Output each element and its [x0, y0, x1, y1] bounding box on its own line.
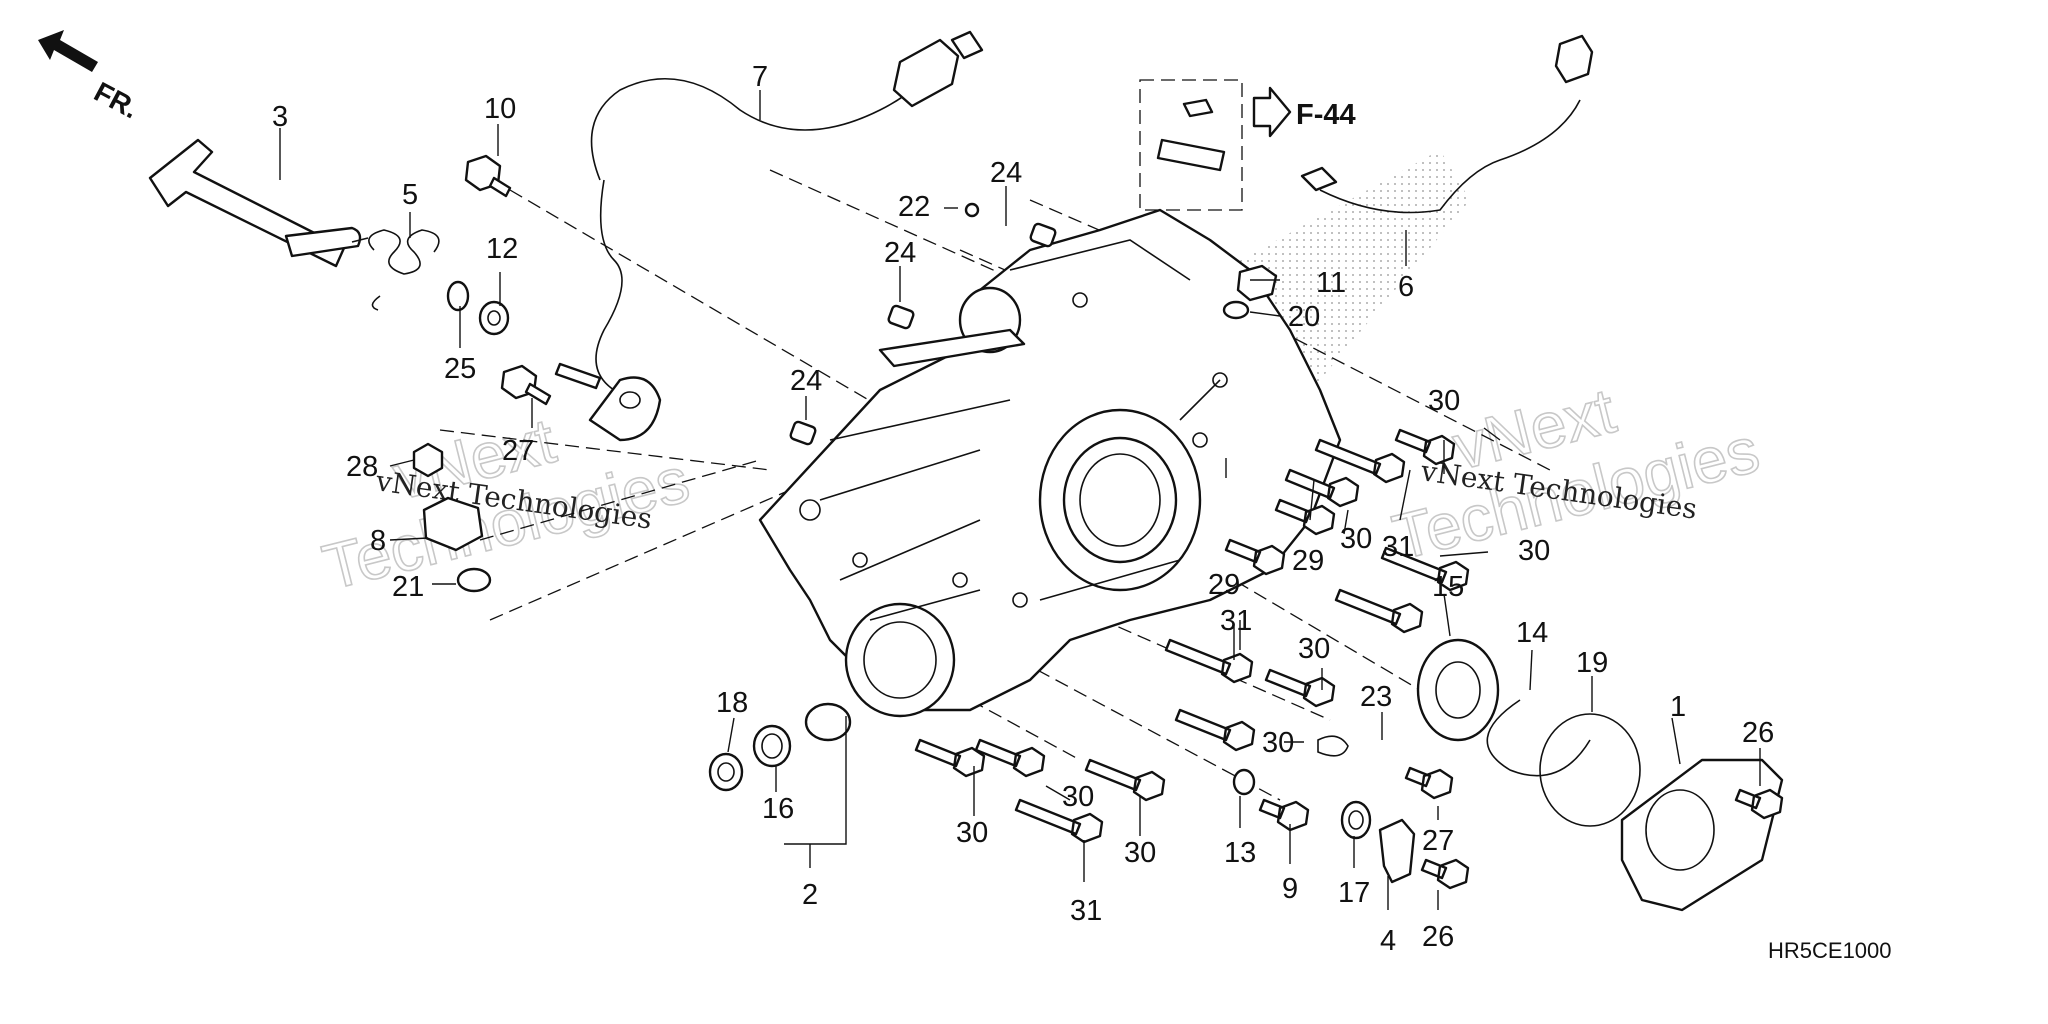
- callout-2: 2: [802, 879, 818, 911]
- callout-8: 8: [370, 525, 386, 557]
- callout-4: 4: [1380, 925, 1396, 957]
- callout-5: 5: [402, 179, 418, 211]
- front-direction-label: FR.: [89, 76, 143, 125]
- part-bearing-15: [1416, 638, 1500, 742]
- part-seal-17: [1340, 800, 1372, 840]
- callout-29-right: 29: [1292, 545, 1324, 577]
- part-bolt-10: [464, 154, 512, 198]
- part-rear-case: [758, 208, 1342, 742]
- callout-26-lower: 26: [1422, 921, 1454, 953]
- part-washer-22: [964, 202, 980, 218]
- part-o-ring-19: [1539, 713, 1641, 827]
- callout-28: 28: [346, 451, 378, 483]
- callout-29-left: 29: [1208, 569, 1240, 601]
- callout-23: 23: [1360, 681, 1392, 713]
- callout-10: 10: [484, 93, 516, 125]
- callout-9: 9: [1282, 873, 1298, 905]
- bolts: [914, 428, 1784, 890]
- part-dowel-24-c: [789, 420, 817, 446]
- callout-30-right: 30: [1518, 535, 1550, 567]
- part-dowel-24-a: [1029, 222, 1057, 248]
- part-washer-12: [478, 300, 510, 336]
- callout-30-bottom: 30: [1124, 837, 1156, 869]
- part-stopper-plate-4: [1378, 818, 1416, 884]
- callout-27-upper: 27: [502, 435, 534, 467]
- callout-20: 20: [1288, 301, 1320, 333]
- callout-7: 7: [752, 61, 768, 93]
- callout-6: 6: [1398, 271, 1414, 303]
- part-clamp-23: [1317, 735, 1349, 757]
- front-direction-arrow-icon: FR.: [38, 30, 144, 124]
- part-circlip: [446, 280, 470, 312]
- callout-30-middle: 30: [1298, 633, 1330, 665]
- reference-detail-box: F-44: [1139, 79, 1356, 211]
- callout-31-middle: 31: [1220, 605, 1252, 637]
- callout-24-lower: 24: [790, 365, 822, 397]
- callout-15: 15: [1432, 571, 1464, 603]
- callout-11: 11: [1316, 267, 1346, 299]
- part-cover-plate-1: [1620, 758, 1784, 912]
- callout-12: 12: [486, 233, 518, 265]
- callout-labels: 1 2 3 4 5 6 7 8 9 10 11 12 13 14 15 16 1…: [272, 61, 1774, 957]
- leader-lines: [279, 90, 1761, 910]
- callout-27-lower: 27: [1422, 825, 1454, 857]
- callout-1: 1: [1670, 691, 1686, 723]
- part-return-spring: [351, 229, 440, 311]
- callout-17: 17: [1338, 877, 1370, 909]
- callout-24-middle: 24: [884, 237, 916, 269]
- callout-30-top: 30: [1428, 385, 1460, 417]
- diagram-code: HR5CE1000: [1768, 938, 1892, 963]
- callout-3: 3: [272, 101, 288, 133]
- callout-30-clamp: 30: [1262, 727, 1294, 759]
- part-drain-plug: [1222, 264, 1278, 320]
- part-needle-bearing-16: [752, 724, 792, 768]
- callout-25: 25: [444, 353, 476, 385]
- callout-24-top: 24: [990, 157, 1022, 189]
- part-speed-sensor-harness: [1300, 34, 1594, 214]
- part-bolt-27-upper: [500, 364, 552, 406]
- part-seal-18: [708, 752, 744, 792]
- callout-31-bottom: 31: [1070, 895, 1102, 927]
- callout-30-upper: 30: [1340, 523, 1372, 555]
- callout-13: 13: [1224, 837, 1256, 869]
- callout-21: 21: [392, 571, 424, 603]
- callout-19: 19: [1576, 647, 1608, 679]
- callout-18: 18: [716, 687, 748, 719]
- callout-16: 16: [762, 793, 794, 825]
- part-snap-ring-14: [1486, 699, 1591, 777]
- part-washer-13: [1232, 768, 1256, 796]
- callout-30-center: 30: [1062, 781, 1094, 813]
- part-shift-shaft: [148, 138, 362, 268]
- callout-30-bottom-left: 30: [956, 817, 988, 849]
- callout-31-top: 31: [1382, 531, 1414, 563]
- reference-label: F-44: [1296, 99, 1356, 131]
- callout-14: 14: [1516, 617, 1548, 649]
- part-angle-sensor-harness: [554, 30, 984, 442]
- callout-26-upper: 26: [1742, 717, 1774, 749]
- callout-22: 22: [898, 191, 930, 223]
- part-dowel-24-b: [887, 304, 915, 330]
